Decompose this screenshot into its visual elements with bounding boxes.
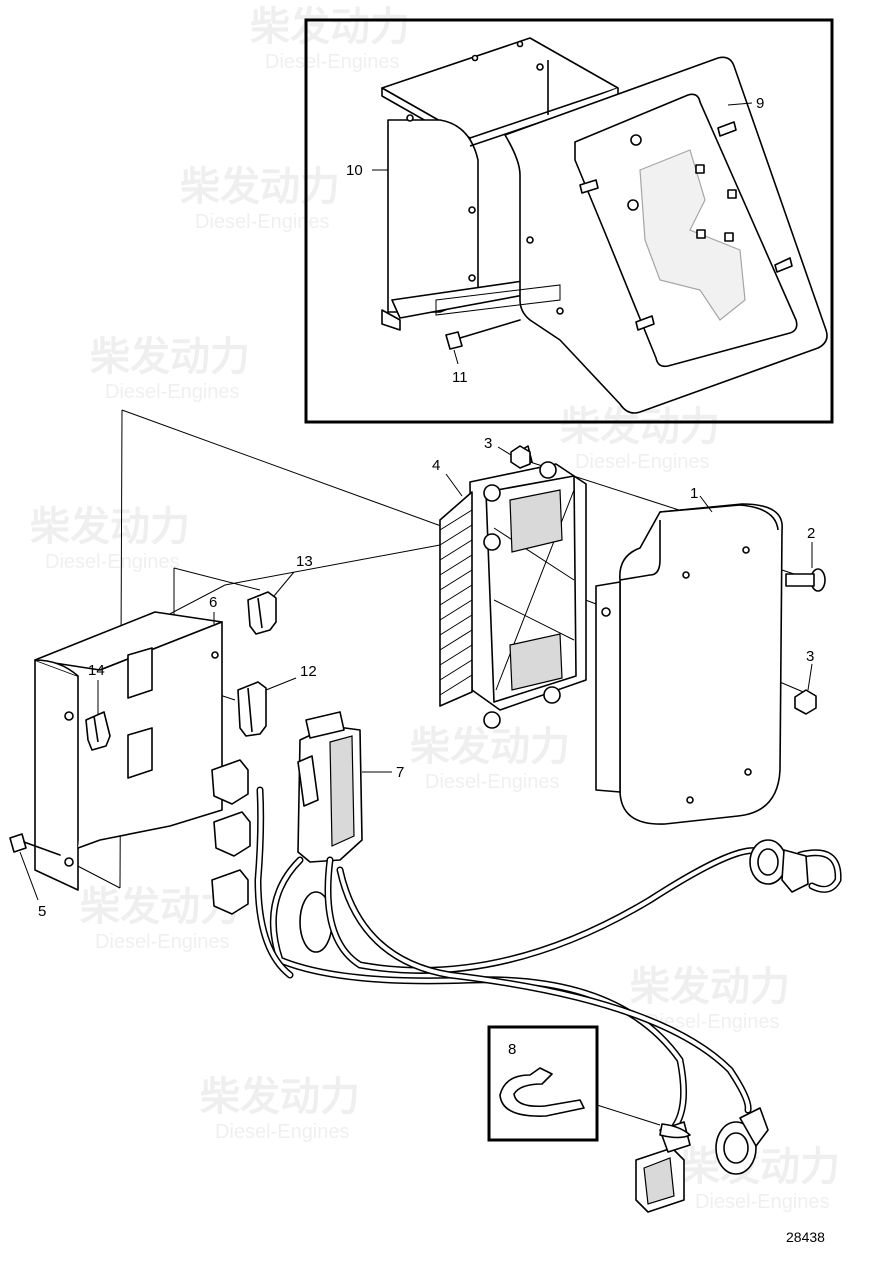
watermark-text: Diesel-Engines (575, 451, 710, 473)
clip-part-13 (247, 591, 277, 635)
callout-5: 5 (19, 851, 46, 920)
round-connector-upper (749, 839, 809, 893)
watermark-text: Diesel-Engines (95, 931, 230, 953)
watermark-text: 柴发动力 (90, 335, 250, 379)
watermark-text: Diesel-Engines (45, 551, 180, 573)
nut-part-3-upper (510, 445, 531, 469)
cable-tie-inset-part-8 (487, 1025, 691, 1142)
callout-3-lower: 3 (806, 648, 814, 691)
bolt-part-2 (785, 568, 826, 592)
callout-12: 12 (265, 663, 317, 691)
watermark-text: Diesel-Engines (425, 771, 560, 793)
callout-label: 14 (88, 662, 105, 679)
watermark-text: 柴发动力 (180, 165, 340, 209)
bracket-part-6 (34, 611, 223, 891)
cover-part-1 (595, 503, 783, 825)
watermark-text: Diesel-Engines (695, 1191, 830, 1213)
watermark-layer: 柴发动力 Diesel-Engines 柴发动力 Diesel-Engines … (30, 5, 840, 1213)
connector-part-7 (297, 711, 363, 953)
callout-label: 8 (508, 1041, 516, 1058)
callout-label: 4 (432, 457, 440, 474)
ecu-part-4 (439, 445, 587, 729)
callout-label: 7 (396, 764, 404, 781)
callout-14: 14 (88, 662, 105, 714)
wire-harness (254, 786, 842, 1134)
callout-label: 2 (807, 525, 815, 542)
watermark-text: 柴发动力 (630, 965, 790, 1009)
callout-1: 1 (690, 485, 713, 513)
callout-label: 9 (756, 95, 764, 112)
watermark-text: 柴发动力 (250, 5, 410, 49)
callout-9: 9 (727, 95, 764, 112)
watermark-text: Diesel-Engines (195, 211, 330, 233)
callout-13: 13 (273, 553, 313, 597)
clip-part-14 (85, 711, 111, 751)
callout-8: 8 (508, 1041, 516, 1058)
callout-label: 10 (346, 162, 363, 179)
callout-label: 12 (300, 663, 317, 680)
watermark-text: Diesel-Engines (645, 1011, 780, 1033)
callout-label: 13 (296, 553, 313, 570)
watermark-text: 柴发动力 (30, 505, 190, 549)
drawing-number: 28438 (786, 1229, 825, 1245)
callout-11: 11 (452, 349, 468, 386)
watermark-text: 柴发动力 (680, 1145, 840, 1189)
callout-label: 1 (690, 485, 698, 502)
callout-10: 10 (346, 162, 388, 179)
clip-part-12 (237, 681, 267, 737)
mounting-plate-part-9 (504, 56, 828, 414)
watermark-text: Diesel-Engines (215, 1121, 350, 1143)
screw-part-5 (9, 833, 61, 856)
callout-4: 4 (432, 457, 463, 497)
callout-2: 2 (807, 525, 815, 568)
relay-group (211, 759, 251, 915)
nut-part-3-lower (794, 689, 817, 715)
callout-7: 7 (362, 764, 404, 781)
callout-label: 6 (209, 594, 217, 611)
callout-label: 3 (484, 435, 492, 452)
callout-6: 6 (209, 594, 217, 624)
inset-frame (304, 18, 834, 424)
bracket-part-10 (381, 37, 619, 331)
callout-label: 11 (452, 369, 468, 386)
watermark-text: 柴发动力 (200, 1075, 360, 1119)
watermark-text: Diesel-Engines (265, 51, 400, 73)
screw-part-11 (435, 284, 561, 350)
watermark-text: Diesel-Engines (105, 381, 240, 403)
watermark-text: 柴发动力 (410, 725, 570, 769)
round-connector-lower (715, 1107, 769, 1175)
callout-label: 5 (38, 903, 46, 920)
callout-label: 3 (806, 648, 814, 665)
callout-3-upper: 3 (484, 435, 512, 456)
